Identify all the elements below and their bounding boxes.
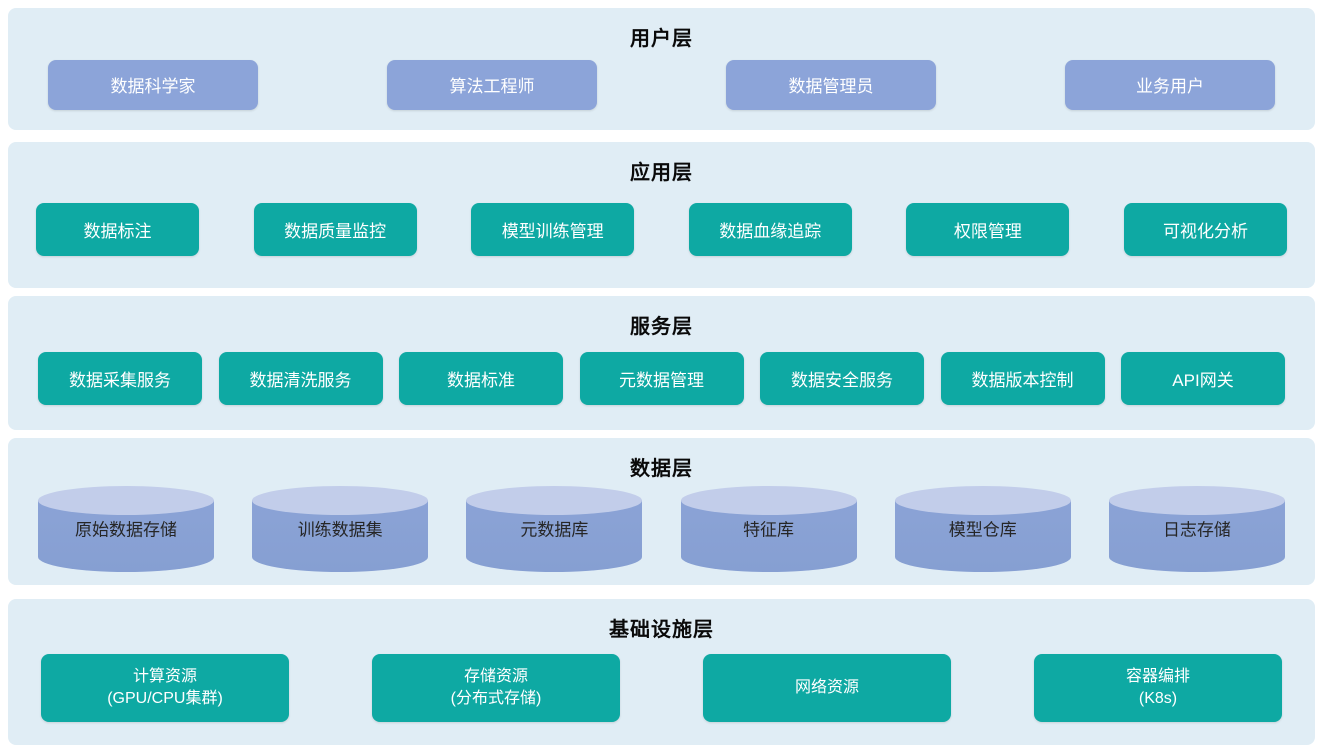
infra-storage-label: 存储资源 (463, 667, 528, 685)
db-feature-store: 特征库 (680, 486, 857, 572)
infra-storage: 存储资源 (分布式存储) (372, 653, 620, 722)
layer-service: 服务层 数据采集服务 数据清洗服务 数据标准 元数据管理 数据安全服务 数据版本… (8, 296, 1315, 430)
user-data-admin: 数据管理员 (726, 59, 936, 110)
svc-api-gateway: API网关 (1121, 352, 1285, 405)
infra-storage-sublabel: (分布式存储) (450, 689, 542, 707)
infra-compute: 计算资源 (GPU/CPU集群) (41, 653, 289, 722)
svc-data-version-control: 数据版本控制 (940, 352, 1105, 405)
infra-container-orchestration: 容器编排 (K8s) (1034, 653, 1282, 722)
svc-data-standard: 数据标准 (399, 352, 563, 405)
layer-user-title: 用户层 (630, 28, 693, 50)
db-log-storage: 日志存储 (1108, 486, 1285, 572)
infra-container-orchestration-sublabel: (K8s) (1138, 689, 1178, 707)
db-model-repo-label: 模型仓库 (948, 520, 1017, 540)
db-training-dataset: 训练数据集 (252, 486, 429, 572)
user-algorithm-engineer: 算法工程师 (387, 59, 597, 110)
svc-metadata-mgmt: 元数据管理 (579, 352, 744, 405)
db-log-storage-label: 日志存储 (1162, 520, 1231, 540)
svc-data-collection: 数据采集服务 (38, 352, 202, 405)
db-training-dataset-label: 训练数据集 (297, 520, 383, 540)
svc-data-cleaning: 数据清洗服务 (218, 352, 383, 405)
db-metadata-db-label: 元数据库 (520, 520, 589, 540)
svc-data-security: 数据安全服务 (760, 352, 924, 405)
app-model-training-mgmt: 模型训练管理 (471, 203, 635, 256)
cylinder-top (252, 486, 429, 515)
cylinder-top (680, 486, 857, 515)
layer-user-items: 数据科学家 算法工程师 数据管理员 业务用户 (8, 51, 1315, 130)
layer-infrastructure-title: 基础设施层 (609, 619, 714, 641)
layer-service-title: 服务层 (630, 316, 693, 338)
cylinder-top (466, 486, 643, 515)
app-permission-mgmt: 权限管理 (906, 203, 1070, 256)
layer-service-items: 数据采集服务 数据清洗服务 数据标准 元数据管理 数据安全服务 数据版本控制 A… (8, 339, 1315, 430)
user-data-scientist: 数据科学家 (48, 59, 258, 110)
layer-data: 数据层 原始数据存储 训练数据集 元数据库 特征库 (8, 438, 1315, 585)
app-data-lineage-tracking: 数据血缘追踪 (688, 203, 852, 256)
cylinder-top (38, 486, 214, 515)
user-business-user: 业务用户 (1065, 59, 1275, 110)
layer-application: 应用层 数据标注 数据质量监控 模型训练管理 数据血缘追踪 权限管理 可视化分析 (8, 142, 1315, 288)
app-visualization-analysis: 可视化分析 (1123, 203, 1287, 256)
infra-compute-sublabel: (GPU/CPU集群) (107, 689, 223, 707)
infra-network: 网络资源 (703, 653, 951, 722)
db-metadata-db: 元数据库 (466, 486, 643, 572)
db-model-repo: 模型仓库 (894, 486, 1071, 572)
layer-infrastructure-items: 计算资源 (GPU/CPU集群) 存储资源 (分布式存储) 网络资源 容器编排 … (8, 642, 1315, 745)
infra-container-orchestration-label: 容器编排 (1125, 667, 1190, 685)
layer-data-items: 原始数据存储 训练数据集 元数据库 特征库 模型仓库 (8, 481, 1315, 585)
layer-application-items: 数据标注 数据质量监控 模型训练管理 数据血缘追踪 权限管理 可视化分析 (8, 185, 1315, 288)
layer-data-title: 数据层 (630, 458, 693, 480)
app-data-annotation: 数据标注 (36, 203, 199, 256)
cylinder-top (894, 486, 1071, 515)
layer-infrastructure: 基础设施层 计算资源 (GPU/CPU集群) 存储资源 (分布式存储) 网络资源… (8, 599, 1315, 745)
layer-user: 用户层 数据科学家 算法工程师 数据管理员 业务用户 (8, 8, 1315, 130)
db-raw-data-storage-label: 原始数据存储 (75, 520, 177, 540)
infra-network-label: 网络资源 (794, 678, 859, 696)
cylinder-top (1108, 486, 1285, 515)
layer-application-title: 应用层 (630, 162, 693, 184)
infra-compute-label: 计算资源 (132, 667, 197, 685)
db-raw-data-storage: 原始数据存储 (38, 486, 214, 572)
db-feature-store-label: 特征库 (743, 520, 795, 540)
app-data-quality-monitoring: 数据质量监控 (253, 203, 417, 256)
